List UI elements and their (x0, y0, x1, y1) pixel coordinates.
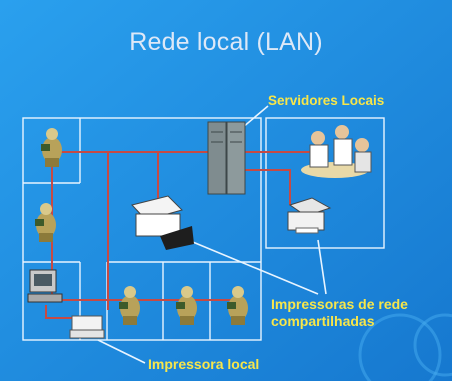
decorative-ring (413, 313, 452, 377)
slide-title: Rede local (LAN) (129, 28, 323, 56)
cable (240, 169, 291, 205)
server-room-outline (265, 117, 385, 249)
pointer-lines (97, 105, 327, 364)
pointer-servers (241, 105, 269, 129)
printer-icon (69, 315, 105, 339)
printer-icon (287, 197, 332, 234)
pointer-local-printer (97, 339, 146, 364)
decorative-ring (358, 313, 442, 381)
label-network-printers-line2: compartilhadas (271, 313, 375, 329)
computer-icon (27, 269, 63, 303)
printer-icon (131, 195, 194, 250)
pointer-network-printer (187, 239, 319, 295)
cable (45, 305, 78, 319)
meeting-people-icon (301, 125, 372, 178)
building-outline (22, 117, 262, 341)
label-network-printers: Impressoras de rede compartilhadas (271, 296, 408, 330)
label-local-servers: Servidores Locais (268, 93, 385, 108)
label-local-printer: Impressora local (148, 356, 260, 372)
server-rack-icon (207, 121, 246, 195)
label-network-printers-line1: Impressoras de rede (271, 296, 408, 312)
pointer-network-printer (317, 239, 327, 295)
